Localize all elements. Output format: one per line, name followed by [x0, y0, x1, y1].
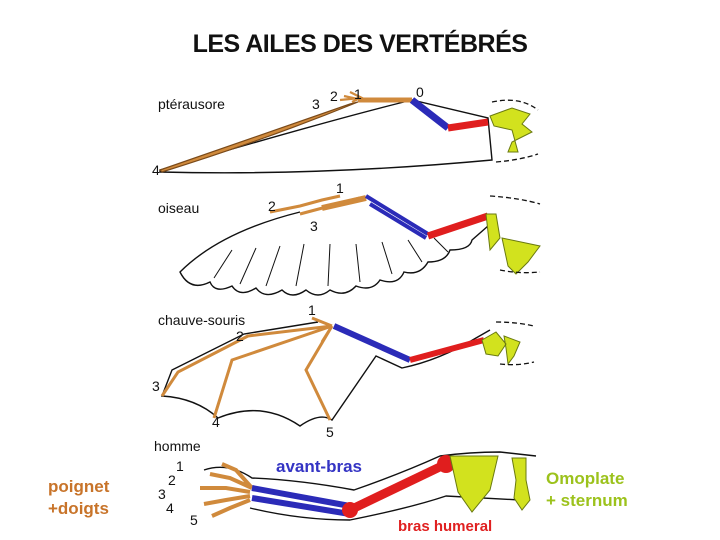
bird-humerus [426, 212, 490, 240]
bird-carpometacarpus [321, 195, 367, 211]
legend-shoulder-line-1: Omoplate [546, 469, 625, 488]
legend-forearm: avant-bras [276, 457, 362, 476]
human-digit-1: 1 [176, 458, 184, 474]
bat-digit-1: 1 [308, 302, 316, 318]
bat-digit-2: 2 [236, 328, 244, 344]
pterosaur-digit-0: 0 [416, 84, 424, 100]
human-sternum [511, 457, 531, 511]
bat-digit-3: 3 [152, 378, 160, 394]
bat-wing [160, 316, 535, 427]
bird-shoulder [485, 213, 541, 275]
human-digit-5: 5 [190, 512, 198, 528]
bat-digit-5: 5 [326, 424, 334, 440]
bird-wing [179, 194, 541, 296]
pterosaur-body-outline [491, 99, 539, 163]
legend-fingers-line-2: +doigts [48, 499, 109, 518]
pterosaur-digit-4: 4 [152, 162, 160, 178]
page-title: LES AILES DES VERTÉBRÉS [192, 30, 528, 58]
bird-feather-lines [213, 237, 449, 287]
human-digit-3: 3 [158, 486, 166, 502]
human-digit-2: 2 [168, 472, 176, 488]
human-forearm [251, 485, 351, 517]
human-hand-bones [200, 462, 254, 518]
legend-shoulder: Omoplate + sternum [546, 468, 628, 512]
bird-feathers-outline [179, 211, 489, 296]
pterosaur-shoulder [489, 107, 533, 153]
bird-digit-3: 3 [310, 218, 318, 234]
human-scapula [449, 455, 499, 513]
bird-forearm [364, 194, 430, 240]
row-label-bird: oiseau [158, 200, 200, 216]
bat-finger-bones [160, 316, 334, 421]
bat-forearm [332, 323, 412, 363]
human-arm [200, 451, 537, 521]
human-elbow-joint [342, 502, 358, 518]
bat-digit-4: 4 [212, 414, 220, 430]
pterosaur-digit-1: 1 [354, 86, 362, 102]
legend-shoulder-line-2: + sternum [546, 491, 628, 510]
bat-membrane [161, 321, 491, 427]
human-humerus [348, 459, 448, 515]
legend-fingers: poignet +doigts [48, 476, 109, 520]
row-label-bat: chauve-souris [158, 312, 246, 328]
pterosaur-digit-3: 3 [312, 96, 320, 112]
legend-fingers-line-1: poignet [48, 477, 110, 496]
pterosaur-digit-2: 2 [330, 88, 338, 104]
human-arm-outline [203, 451, 537, 521]
bat-humerus [409, 337, 485, 363]
pterosaur-forearm [409, 97, 451, 131]
human-digit-4: 4 [166, 500, 174, 516]
row-label-pterosaur: ptérausore [158, 96, 225, 112]
bird-digit-1: 1 [336, 180, 344, 196]
row-label-human: homme [154, 438, 201, 454]
pterosaur-wing [158, 91, 539, 174]
bat-body-outline [495, 321, 535, 366]
bat-shoulder [481, 331, 521, 366]
pterosaur-humerus [447, 118, 489, 132]
legend-humerus: bras humeral [398, 518, 493, 535]
bird-body-outline [489, 195, 541, 274]
bird-digit-2: 2 [268, 198, 276, 214]
pterosaur-membrane [159, 99, 493, 174]
